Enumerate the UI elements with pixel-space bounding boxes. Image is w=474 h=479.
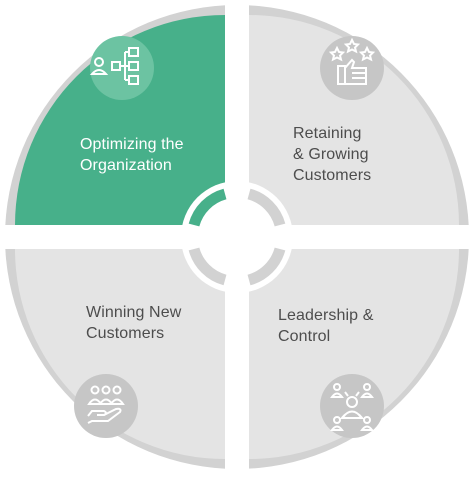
center-hub-inner: [203, 203, 271, 271]
hub-ring-top-right: [247, 188, 286, 227]
people-network-icon: [330, 383, 374, 431]
hub-ring-bottom-right: [247, 247, 286, 286]
quadrant-bottom-left[interactable]: [15, 249, 225, 459]
org-chart-icon: [89, 47, 139, 85]
quadrant-top-right[interactable]: [249, 15, 459, 225]
hub-ring-top-left: [188, 188, 227, 227]
quadrant-label-bottom-left: Winning New Customers: [86, 304, 182, 342]
hub-ring-bottom-left: [188, 247, 227, 286]
badge-top-left: [89, 36, 154, 100]
quadrant-label-top-left: Optimizing the Organization: [80, 136, 184, 174]
badge-top-right: [320, 36, 384, 100]
quadrant-top-left[interactable]: [15, 15, 225, 225]
badge-bottom-left: [74, 374, 138, 438]
quadrant-label-bottom-right: Leadership & Control: [278, 307, 374, 345]
thumbs-up-stars-icon: [328, 37, 376, 85]
badge-bottom-right: [320, 374, 384, 438]
hand-people-icon: [87, 385, 125, 424]
quadrant-label-top-right: Retaining & Growing Customers: [293, 125, 372, 184]
quadrant-bottom-right[interactable]: [249, 249, 459, 459]
